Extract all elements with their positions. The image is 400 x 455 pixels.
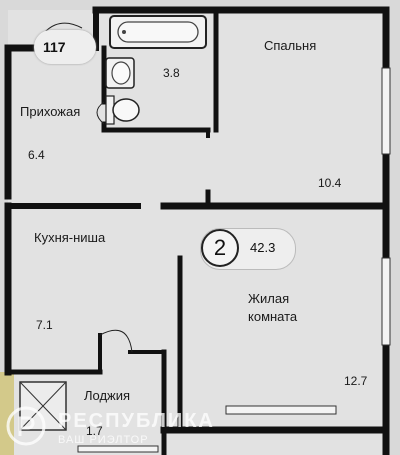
room-name-loggia: Лоджия (84, 388, 131, 403)
room-area-kitchen: 7.1 (36, 318, 53, 332)
apartment-number-badge: 117 (34, 30, 96, 64)
sink-icon (105, 57, 135, 89)
loggia-door-arc (99, 329, 133, 353)
window-living-bottom (225, 405, 337, 415)
watermark-logo-icon (6, 406, 46, 446)
floor-area (8, 10, 386, 455)
watermark-title: РЕСПУБЛИКА (58, 410, 215, 432)
room-area-loggia: 1.7 (86, 424, 103, 438)
summary-badge: 2 42.3 (200, 228, 296, 270)
room-area-bedroom: 10.4 (318, 176, 342, 190)
room-area-living: 12.7 (344, 374, 368, 388)
loggia-box-icon (19, 381, 67, 431)
watermark: РЕСПУБЛИКА ВАШ РИЭЛТОР (6, 404, 246, 452)
total-area: 42.3 (250, 240, 276, 255)
room-name-bedroom: Спальня (264, 38, 317, 53)
window-living (381, 257, 391, 346)
window-bedroom (381, 67, 391, 155)
windows (77, 67, 391, 453)
room-name-living: Жилая комната (248, 291, 298, 324)
room-name-kitchen: Кухня-ниша (34, 230, 106, 245)
watermark-subtitle: ВАШ РИЭЛТОР (58, 434, 149, 446)
room-area-bathroom: 3.8 (163, 66, 180, 80)
room-name-hallway: Прихожая (20, 104, 81, 119)
window-loggia (77, 445, 159, 453)
walls (4, 6, 390, 455)
bath-door-arc (96, 101, 105, 125)
toilet-icon (105, 95, 140, 125)
bathtub-icon (109, 15, 207, 49)
apartment-number: 117 (43, 39, 66, 55)
room-area-hallway: 6.4 (28, 148, 45, 162)
rooms-count: 2 (201, 229, 239, 267)
